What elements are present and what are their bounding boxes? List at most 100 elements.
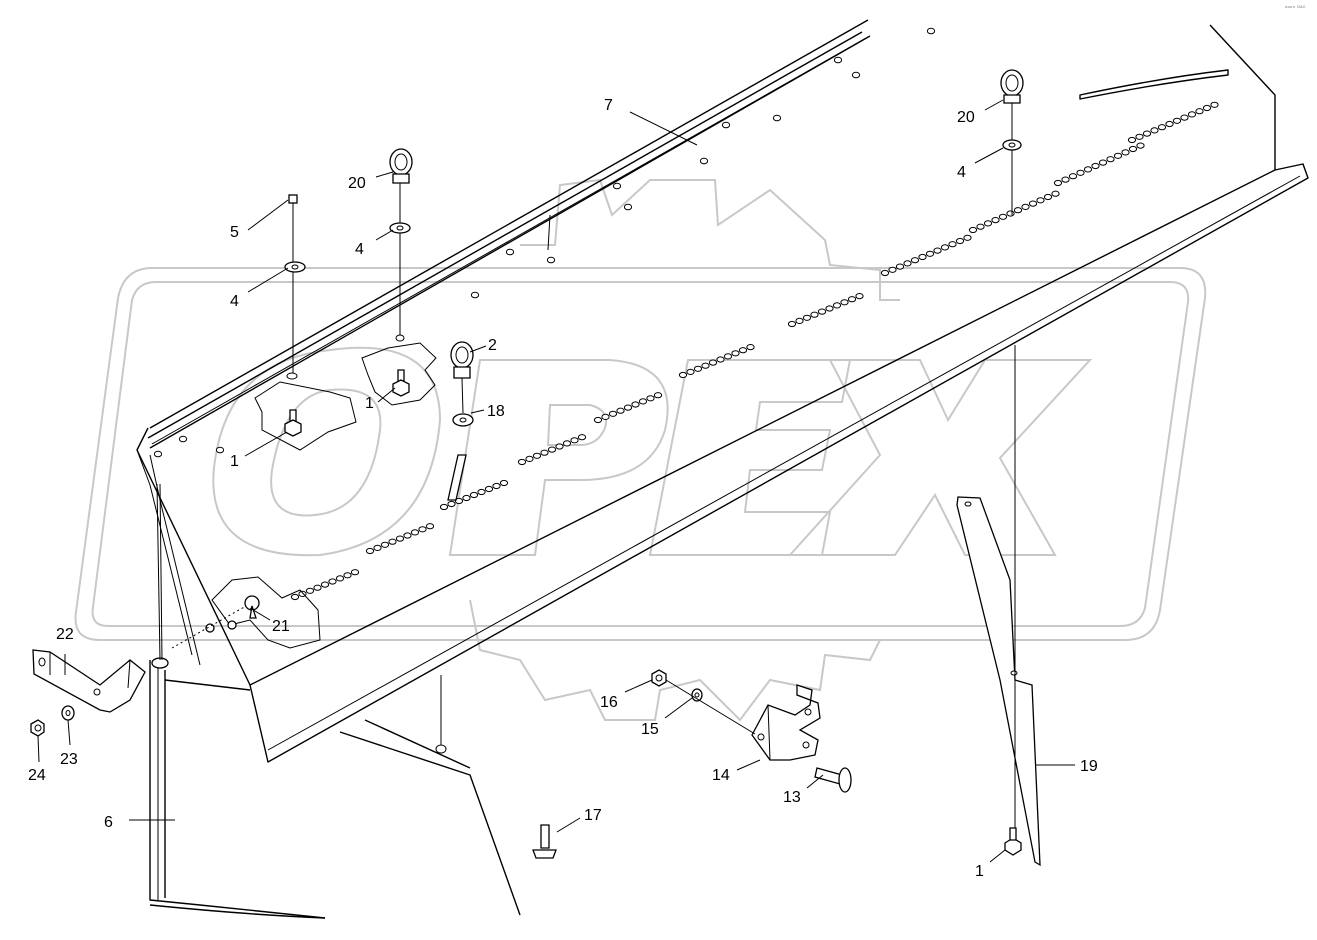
hood-hole	[998, 213, 1008, 220]
hood-hole	[1006, 210, 1015, 217]
hood-hole	[1165, 120, 1174, 128]
hood-hole	[991, 217, 1000, 224]
hood-hole	[686, 368, 695, 375]
hood-hole	[833, 56, 843, 64]
side-plate	[149, 483, 521, 919]
hood-hole	[410, 529, 420, 536]
hood-hole	[454, 497, 464, 505]
hood-hole	[403, 532, 412, 539]
hood-hole	[1136, 142, 1145, 149]
hood-hole	[462, 494, 471, 502]
hood-hole	[305, 587, 315, 594]
hood-hole	[350, 569, 360, 576]
hood-hole	[343, 572, 352, 579]
bolt-1-left	[284, 194, 306, 437]
callout-20-left: 20	[348, 175, 366, 192]
callout-2: 2	[488, 337, 497, 354]
hood-hole	[593, 416, 603, 424]
hood-holes	[153, 27, 1219, 601]
bolt-1-mid	[389, 180, 411, 397]
hood-hole	[910, 257, 920, 264]
hood-hole	[1210, 101, 1219, 108]
bolt-21	[171, 595, 260, 649]
hood-hole	[1068, 173, 1078, 180]
hood-hole	[623, 203, 633, 211]
hood-hole	[178, 435, 188, 443]
hood-hole	[1121, 149, 1130, 156]
hood-hole	[418, 526, 427, 533]
strip-19	[956, 345, 1041, 867]
hood-hole	[1051, 190, 1060, 197]
hood-hole	[470, 291, 480, 299]
hood-hole	[918, 253, 927, 261]
hood-hole	[840, 299, 849, 306]
hood-hole	[477, 488, 486, 496]
hood-hole	[825, 305, 834, 312]
hood-hole	[484, 485, 494, 493]
hood-hole	[933, 247, 942, 254]
hood-panel	[136, 19, 1309, 763]
hood-hole	[888, 266, 897, 273]
hood-hole	[963, 234, 972, 241]
nut-24	[30, 719, 45, 737]
hood-hole	[492, 482, 501, 490]
hood-hole	[983, 220, 993, 227]
callout-20-right: 20	[957, 109, 975, 126]
bracket-14	[751, 684, 821, 761]
hood-hole	[855, 293, 864, 300]
hood-hole	[608, 410, 618, 417]
callout-18: 18	[487, 403, 505, 420]
hood-hole	[439, 503, 449, 511]
hood-hole	[505, 248, 515, 256]
callout-17: 17	[584, 807, 602, 824]
hood-hole	[926, 27, 936, 35]
callout-4-right: 4	[957, 164, 966, 181]
hood-hole	[469, 491, 479, 499]
hood-hole	[577, 434, 587, 441]
hood-hole	[880, 269, 890, 277]
hood-hole	[653, 392, 663, 399]
hood-hole	[1172, 117, 1182, 124]
callout-7: 7	[604, 97, 613, 114]
hood-hole	[847, 296, 857, 303]
hood-hole	[968, 226, 978, 234]
callout-1-mid: 1	[365, 395, 374, 412]
hood-hole	[925, 250, 935, 257]
hood-hole	[976, 223, 985, 230]
hood-hole	[746, 344, 755, 351]
hood-hole	[1195, 108, 1204, 115]
hood-hole	[802, 314, 812, 321]
callout-labels: 7 20 4 5 4 2 1 18 1 20 4 21 22 23 24 6 1…	[28, 97, 1098, 880]
hood-hole	[1127, 136, 1137, 144]
hood-hole	[895, 263, 905, 270]
hood-hole	[716, 356, 725, 363]
hood-hole	[623, 404, 633, 411]
hood-hole	[638, 398, 648, 405]
hood-hole	[721, 121, 731, 129]
hood-hole	[795, 317, 804, 324]
hood-hole	[425, 523, 435, 530]
hood-hole	[678, 371, 688, 379]
hood-hole	[1142, 130, 1152, 137]
hood-hole	[693, 365, 703, 372]
hood-hole	[699, 157, 709, 165]
hood-hole	[1043, 193, 1053, 201]
hood-hole	[731, 350, 740, 357]
callout-22: 22	[56, 626, 74, 643]
hood-hole	[738, 347, 748, 354]
hood-hole	[940, 244, 950, 251]
hood-hole	[948, 241, 957, 248]
washer-15	[665, 679, 756, 735]
eye-bolt-2	[447, 341, 474, 501]
hood-hole	[1113, 152, 1123, 159]
hood-hole	[708, 359, 718, 366]
callout-5: 5	[230, 224, 239, 241]
callout-4-left: 4	[230, 293, 239, 310]
hood-hole	[646, 395, 655, 402]
callout-13: 13	[783, 789, 801, 806]
hood-hole	[365, 547, 375, 555]
hood-hole	[525, 455, 534, 462]
hood-hole	[373, 544, 382, 552]
hood-hole	[817, 308, 827, 315]
hood-hole	[1187, 111, 1197, 118]
